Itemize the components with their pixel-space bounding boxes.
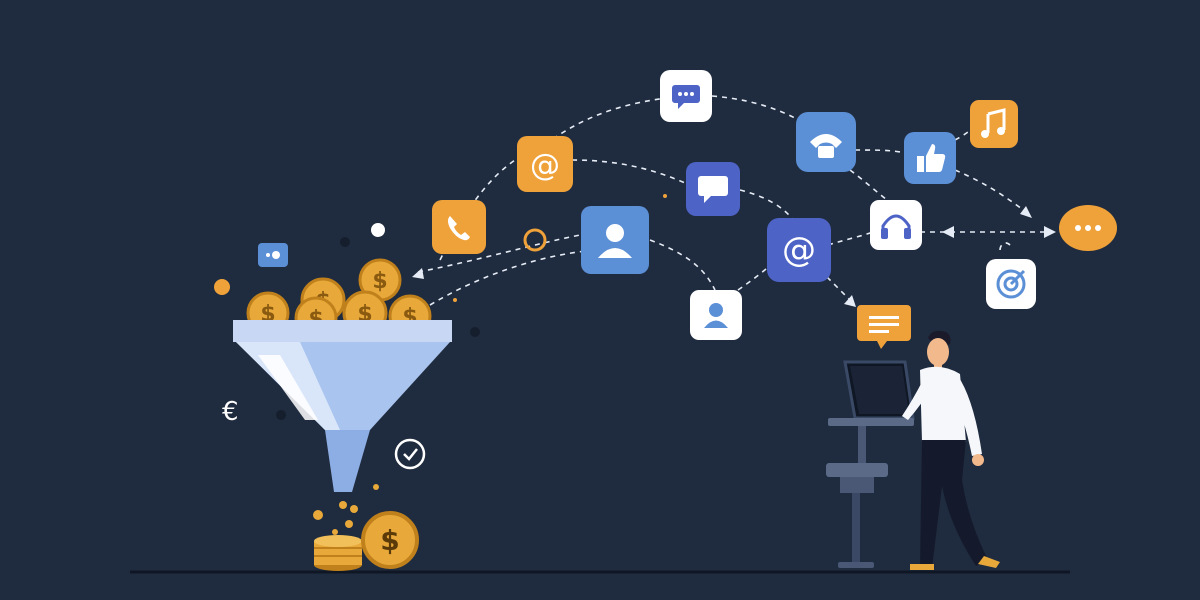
- headphones-icon: [870, 200, 922, 250]
- funnel: [233, 320, 452, 492]
- coin: $: [358, 258, 402, 302]
- more-options-icon: [1059, 205, 1117, 251]
- euro-symbol: €: [222, 397, 239, 427]
- falling-coins: [313, 484, 379, 535]
- standing-desk: [826, 360, 915, 568]
- decorative-dots: [214, 194, 667, 420]
- email-at-icon: @: [517, 136, 573, 192]
- coin-stack: [314, 535, 362, 571]
- arrow-heads: [412, 206, 1056, 307]
- small-chat-icon: [258, 243, 288, 267]
- large-coin: $: [361, 511, 419, 569]
- user-small-icon: [690, 290, 742, 340]
- svg-text:$: $: [372, 269, 387, 294]
- phone-icon: [432, 200, 486, 254]
- svg-text:@: @: [530, 148, 560, 183]
- chat-bubble-icon: [660, 70, 712, 122]
- svg-text:@: @: [782, 230, 816, 270]
- thumbs-up-icon: [904, 132, 956, 184]
- target-icon: [986, 259, 1036, 309]
- message-icon: [686, 162, 740, 216]
- person-figure: [902, 330, 1000, 570]
- email-at-icon: @: [767, 218, 831, 282]
- svg-text:$: $: [380, 524, 399, 557]
- telephone-icon: [796, 112, 856, 172]
- checkmark-icon: [394, 438, 426, 470]
- music-note-icon: [970, 100, 1018, 148]
- notification-icon: [857, 305, 911, 349]
- user-profile-icon: [581, 206, 649, 274]
